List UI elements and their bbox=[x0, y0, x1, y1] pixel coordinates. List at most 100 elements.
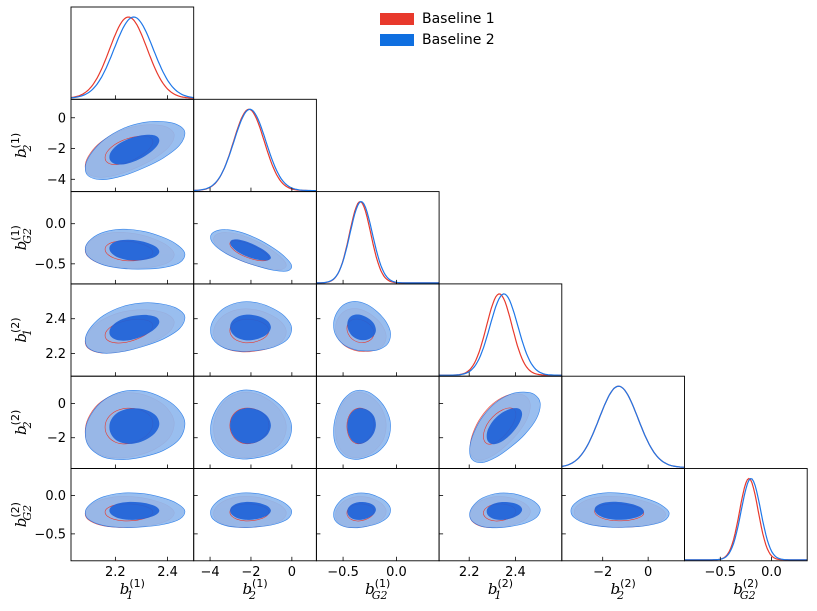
panel-b2_1-1d bbox=[193, 98, 317, 193]
panel-content bbox=[469, 391, 541, 464]
panel-content bbox=[469, 492, 541, 529]
marginal-curve-baseline-2 bbox=[439, 293, 562, 376]
panel-frame bbox=[684, 468, 808, 562]
panel-bG2_1-vs-b1_2 bbox=[315, 283, 440, 377]
contour-68-baseline-2 bbox=[109, 314, 160, 341]
x-tick-label-b1_2: 2.2 bbox=[459, 565, 480, 580]
panel-content bbox=[84, 492, 186, 528]
x-axis-label-b1_2: b(2)1 bbox=[488, 577, 513, 602]
legend-entry-baseline-1: Baseline 1 bbox=[380, 8, 495, 29]
x-tick-label-b2_2: 0 bbox=[644, 565, 652, 580]
y-axis-label-b2_2: b(2)2 bbox=[9, 410, 34, 435]
contour-68-baseline-2 bbox=[486, 408, 523, 445]
x-tick-label-bG2_2: −0.5 bbox=[704, 565, 736, 580]
panel-b1_1-vs-b2_1: −4 −2 0 bbox=[47, 98, 195, 193]
panel-frame bbox=[561, 375, 685, 469]
legend-swatch-baseline-2 bbox=[380, 33, 414, 46]
panel-content bbox=[210, 229, 292, 272]
marginal-curve-baseline-2 bbox=[71, 16, 194, 99]
panel-content bbox=[333, 389, 391, 460]
x-tick-label-b2_1: 0 bbox=[288, 565, 296, 580]
contour-68-baseline-2 bbox=[486, 502, 523, 520]
marginal-curve-baseline-2 bbox=[193, 108, 317, 192]
contour-68-baseline-2 bbox=[347, 314, 376, 341]
panel-b1_2-vs-bG2_2: 2.2 2.4 bbox=[438, 468, 563, 580]
y-tick-label-bG2_2: 0.0 bbox=[45, 489, 66, 504]
panel-frame bbox=[315, 191, 440, 285]
y-axis-label-bG2_2: b(2)G2 bbox=[9, 502, 34, 527]
contour-68-baseline-2 bbox=[594, 501, 644, 520]
marginal-curve-baseline-1 bbox=[561, 385, 685, 468]
panel-b1_1-vs-b2_2: −2 0 bbox=[47, 375, 195, 469]
contour-68-baseline-2 bbox=[109, 239, 160, 261]
legend-label-baseline-1: Baseline 1 bbox=[422, 10, 495, 27]
contour-68-baseline-2 bbox=[230, 314, 271, 341]
panel-content bbox=[684, 477, 808, 561]
panel-b1_2-1d bbox=[438, 283, 563, 377]
contour-68-baseline-2 bbox=[109, 408, 160, 444]
x-tick-label-bG2_2: 0.0 bbox=[761, 565, 782, 580]
x-axis-label-bG2_1: b(1)G2 bbox=[365, 577, 390, 602]
x-tick-label-b1_2: 2.4 bbox=[505, 565, 526, 580]
y-tick-label-b2_1: 0 bbox=[58, 111, 66, 126]
y-tick-label-b2_1: −2 bbox=[47, 142, 66, 157]
panel-b1_2-vs-b2_2 bbox=[438, 375, 563, 469]
panel-content bbox=[570, 492, 670, 528]
panel-b2_1-vs-bG2_2: −4 −2 0 bbox=[193, 468, 317, 580]
x-tick-label-b1_1: 2.4 bbox=[157, 565, 178, 580]
panel-content bbox=[71, 16, 194, 99]
marginal-curve-baseline-1 bbox=[439, 293, 562, 376]
panel-content bbox=[561, 385, 685, 468]
y-axis-label-bG2_1: b(1)G2 bbox=[9, 225, 34, 250]
panel-content bbox=[210, 301, 292, 353]
legend: Baseline 1 Baseline 2 bbox=[380, 8, 495, 50]
marginal-curve-baseline-1 bbox=[316, 201, 440, 284]
y-tick-label-bG2_2: −0.5 bbox=[34, 527, 66, 542]
y-tick-label-b2_1: −4 bbox=[47, 173, 66, 188]
panel-bG2_2-1d: −0.5 0.0 bbox=[684, 468, 808, 580]
panel-content bbox=[333, 301, 391, 352]
x-tick-label-bG2_1: 0.0 bbox=[386, 565, 407, 580]
y-tick-label-bG2_1: 0.0 bbox=[45, 217, 66, 232]
panel-frame bbox=[70, 6, 195, 100]
panel-content bbox=[316, 200, 440, 284]
panel-content bbox=[84, 302, 186, 354]
panel-content bbox=[439, 293, 562, 376]
panel-b2_1-vs-b2_2 bbox=[193, 375, 317, 469]
y-tick-label-b2_2: 0 bbox=[58, 397, 66, 412]
y-tick-label-b1_2: 2.4 bbox=[45, 312, 66, 327]
panel-b1_1-vs-b1_2: 2.2 2.4 bbox=[45, 283, 195, 377]
contour-68-baseline-2 bbox=[347, 408, 376, 444]
y-tick-label-b2_2: −2 bbox=[47, 431, 66, 446]
panel-b2_2-1d bbox=[561, 375, 685, 469]
contour-68-baseline-2 bbox=[109, 501, 160, 520]
x-tick-label-b2_1: −2 bbox=[241, 565, 260, 580]
x-axis-label-bG2_2: b(2)G2 bbox=[733, 577, 758, 602]
x-tick-label-b2_1: −4 bbox=[200, 565, 219, 580]
contour-68-baseline-2 bbox=[230, 408, 271, 444]
panel-content bbox=[333, 492, 391, 529]
panel-bG2_1-1d bbox=[315, 191, 440, 285]
marginal-curve-baseline-1 bbox=[71, 16, 194, 99]
x-axis-label-b1_1: b(1)1 bbox=[120, 577, 145, 602]
marginal-curve-baseline-2 bbox=[561, 385, 685, 468]
x-tick-label-b1_1: 2.2 bbox=[105, 565, 126, 580]
panel-content bbox=[84, 228, 186, 270]
marginal-curve-baseline-2 bbox=[684, 477, 808, 561]
y-tick-label-b1_2: 2.2 bbox=[45, 347, 66, 362]
marginal-curve-baseline-2 bbox=[316, 200, 440, 284]
contour-68-baseline-2 bbox=[230, 239, 271, 261]
x-axis-label-b2_2: b(2)2 bbox=[611, 577, 636, 602]
legend-label-baseline-2: Baseline 2 bbox=[422, 31, 495, 48]
y-axis-label-b2_1: b(1)2 bbox=[9, 133, 34, 158]
panel-frame bbox=[438, 283, 563, 377]
legend-entry-baseline-2: Baseline 2 bbox=[380, 29, 495, 50]
panel-b1_1-vs-bG2_2: 2.2 2.4 −0.5 0.0 bbox=[34, 468, 195, 580]
contour-68-baseline-2 bbox=[347, 502, 376, 520]
panel-bG2_1-vs-b2_2 bbox=[315, 375, 440, 469]
panel-b1_1-vs-bG2_1: −0.50.0 bbox=[34, 191, 195, 285]
marginal-curve-baseline-1 bbox=[193, 108, 317, 192]
